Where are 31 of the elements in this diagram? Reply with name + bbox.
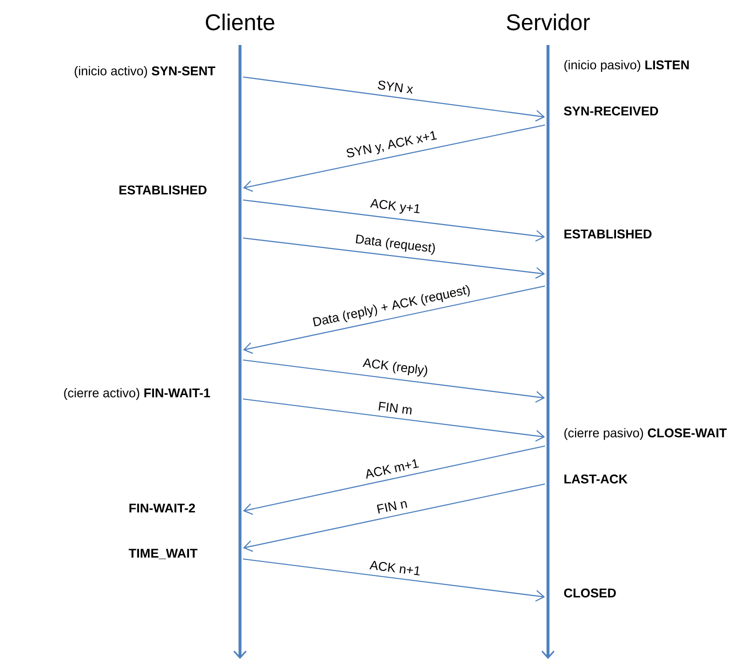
state-label: SYN-RECEIVED [564, 106, 658, 116]
edge-label: FIN m [376, 400, 414, 416]
edge-label: FIN n [374, 497, 410, 516]
edge-label: SYN y, ACK x+1 [344, 128, 440, 162]
edge-label: ACK (reply) [360, 356, 430, 379]
lifeline-header: Servidor [506, 14, 590, 30]
state-label: (inicio activo) SYN-SENT [74, 66, 216, 78]
edge-label: ACK m+1 [362, 456, 422, 480]
state-label: ESTABLISHED [119, 186, 207, 194]
edge-label: ACK n+1 [368, 558, 423, 578]
arrow [242, 558, 545, 602]
arrow [243, 483, 546, 552]
arrow [242, 76, 545, 122]
state-label: (cierre activo) FIN-WAIT-1 [64, 388, 210, 400]
edge-label: Data (request) [353, 232, 438, 257]
state-label: LAST-ACK [564, 474, 628, 484]
state-label: (cierre pasivo) CLOSE-WAIT [564, 428, 727, 440]
edge-label: Data (reply) + ACK (request) [310, 282, 474, 331]
state-label: ESTABLISHED [564, 230, 652, 238]
edge-label: ACK y+1 [368, 197, 423, 218]
arrow [242, 237, 545, 279]
state-label: CLOSED [564, 588, 616, 598]
arrow [242, 398, 545, 442]
state-label: (inicio pasivo) LISTEN [564, 60, 689, 72]
arrow [243, 285, 546, 354]
lifeline-header: Cliente [206, 14, 274, 30]
arrow [242, 359, 545, 403]
edge-label: SYN x [375, 78, 416, 96]
arrow [243, 445, 546, 515]
arrow [243, 124, 546, 192]
arrow [242, 199, 545, 242]
